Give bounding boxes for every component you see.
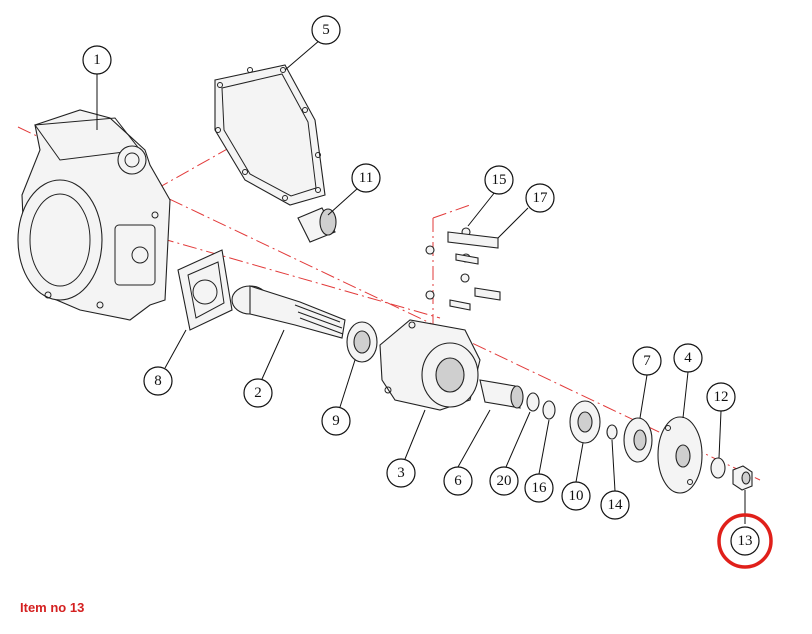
part-8-gasket-plate <box>177 249 233 331</box>
svg-text:5: 5 <box>322 22 330 38</box>
callout-15: 15 <box>484 165 514 195</box>
svg-text:7: 7 <box>643 353 651 369</box>
callout-7: 7 <box>632 346 662 376</box>
callout-8: 8 <box>143 366 173 396</box>
part-7-seal <box>623 417 653 463</box>
highlight-ring <box>717 513 773 569</box>
callout-12: 12 <box>706 382 736 412</box>
svg-text:14: 14 <box>608 497 624 513</box>
svg-text:8: 8 <box>154 373 162 389</box>
callout-4: 4 <box>673 343 703 373</box>
part-10-bearing <box>569 400 601 444</box>
part-3-flange-housing <box>379 319 481 411</box>
leader-lines <box>96 39 746 524</box>
part-6-sleeve <box>479 379 524 409</box>
callout-5: 5 <box>311 15 341 45</box>
part-11-bushing <box>297 207 337 243</box>
svg-text:9: 9 <box>332 413 340 429</box>
callout-20: 20 <box>489 466 519 496</box>
part-1-housing <box>17 109 171 321</box>
callout-13[interactable]: 13 <box>730 526 760 556</box>
parts-20-16-washers <box>526 392 556 420</box>
svg-text:12: 12 <box>714 389 729 405</box>
svg-text:2: 2 <box>254 385 262 401</box>
svg-text:20: 20 <box>497 473 512 489</box>
svg-text:16: 16 <box>532 480 548 496</box>
svg-text:6: 6 <box>454 473 462 489</box>
svg-text:13: 13 <box>738 533 753 549</box>
part-9-bearing <box>346 321 378 363</box>
part-12-washer <box>710 457 726 479</box>
exploded-parts-diagram: 1 5 11 15 17 8 2 9 3 6 20 16 <box>17 15 773 569</box>
svg-text:17: 17 <box>533 190 549 206</box>
svg-text:1: 1 <box>93 52 101 68</box>
svg-text:15: 15 <box>492 172 507 188</box>
part-2-shaft <box>231 285 346 339</box>
callout-1: 1 <box>82 45 112 75</box>
callout-14: 14 <box>600 490 630 520</box>
callout-6: 6 <box>443 466 473 496</box>
item-caption: Item no 13 <box>20 600 85 615</box>
callout-11: 11 <box>351 163 381 193</box>
part-14-washer <box>606 424 618 440</box>
part-13-nut <box>732 465 753 491</box>
callout-3: 3 <box>386 458 416 488</box>
callout-2: 2 <box>243 378 273 408</box>
svg-text:11: 11 <box>359 170 373 186</box>
svg-text:10: 10 <box>569 488 584 504</box>
svg-text:3: 3 <box>397 465 405 481</box>
svg-text:4: 4 <box>684 350 692 366</box>
callout-16: 16 <box>524 473 554 503</box>
part-4-end-cover <box>657 416 703 494</box>
callout-10: 10 <box>561 481 591 511</box>
part-5-gasket <box>214 64 326 206</box>
bolts-and-washers <box>425 227 501 311</box>
callout-9: 9 <box>321 406 351 436</box>
callout-17: 17 <box>525 183 555 213</box>
